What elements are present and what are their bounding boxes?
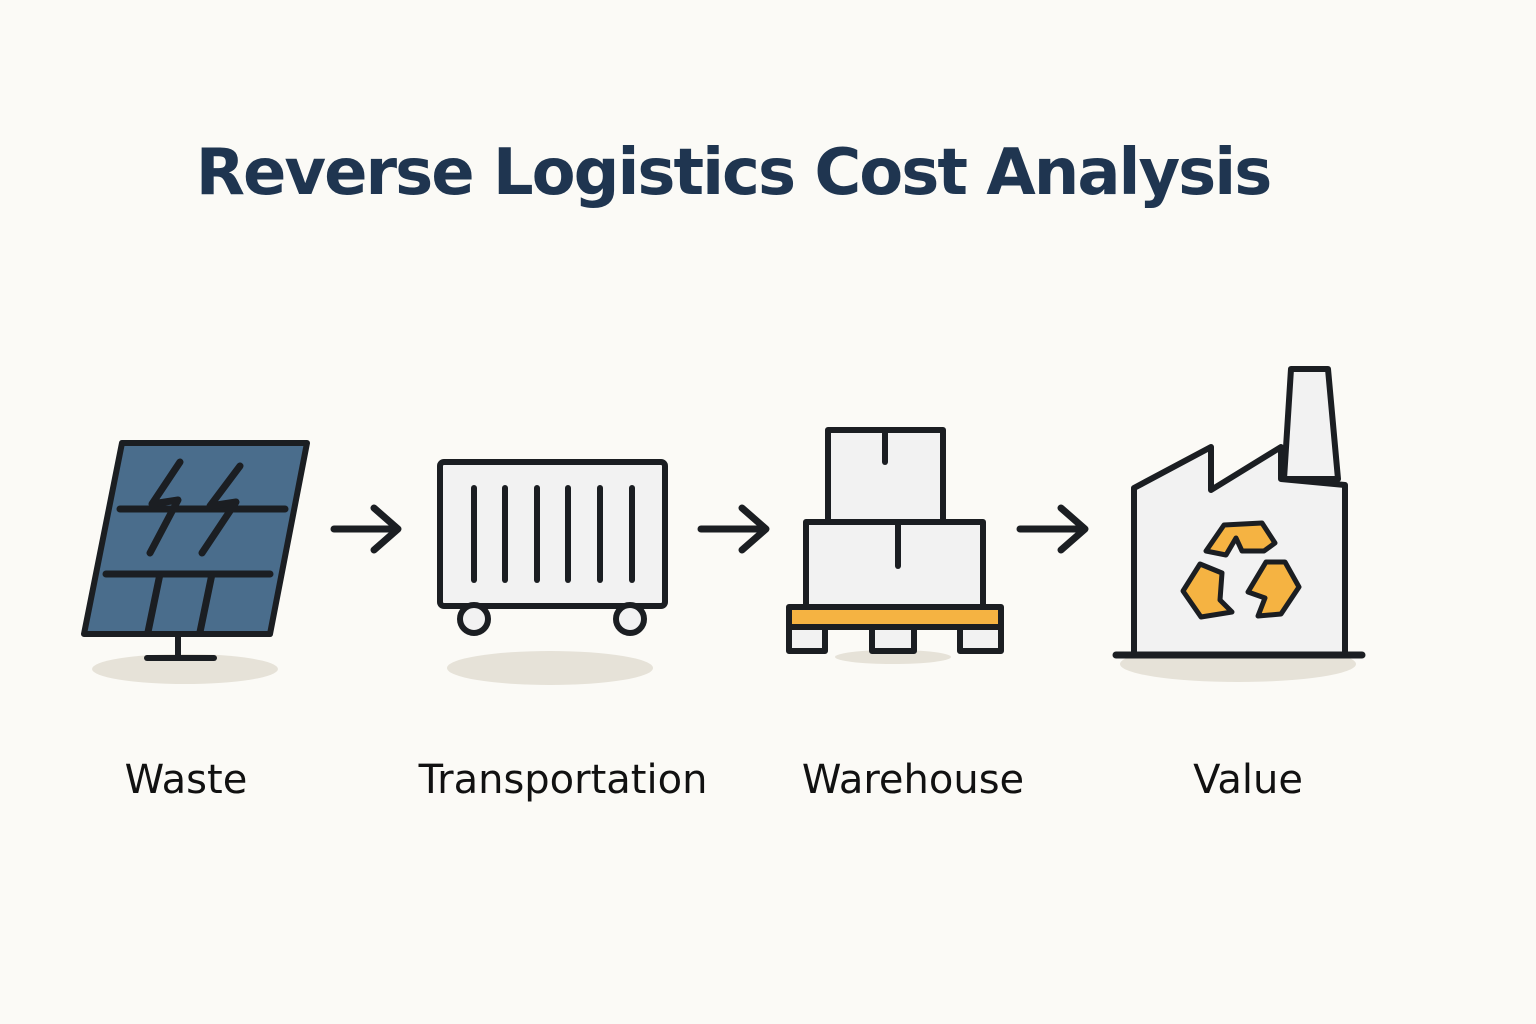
pallet-boxes-icon — [786, 427, 1004, 664]
arrow-1-icon — [330, 504, 402, 554]
arrow-2-icon — [697, 504, 770, 554]
stage-label-transportation: Transportation — [418, 757, 708, 803]
stage-label-value: Value — [1193, 757, 1303, 803]
solar-panel-icon — [81, 440, 310, 684]
shipping-container-icon — [437, 459, 668, 685]
stage-label-warehouse: Warehouse — [801, 757, 1025, 803]
arrow-3-icon — [1016, 504, 1089, 554]
page-title: Reverse Logistics Cost Analysis — [195, 136, 1273, 210]
recycling-factory-icon — [1112, 366, 1366, 682]
stage-label-waste: Waste — [124, 757, 248, 803]
